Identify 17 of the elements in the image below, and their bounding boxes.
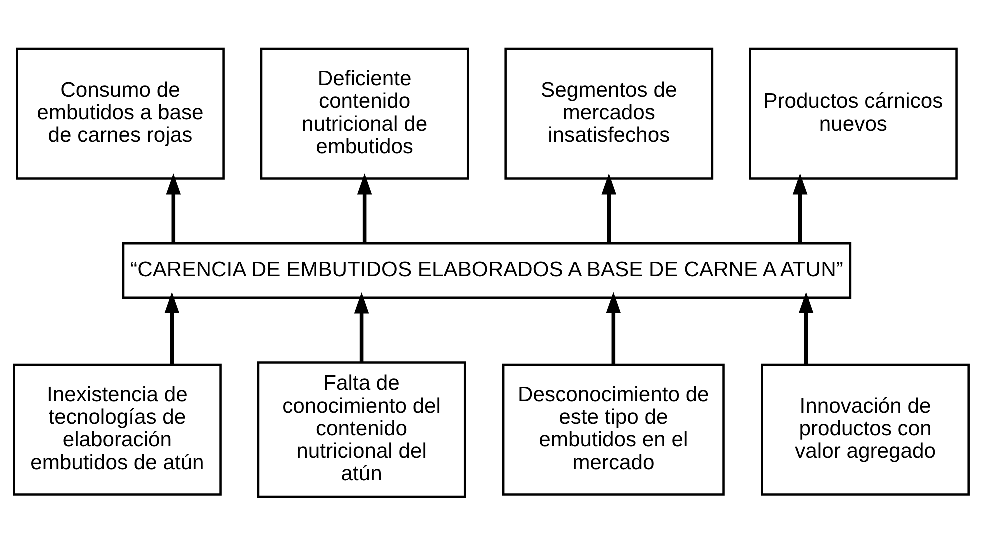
node-box: Consumo de embutidos a base de carnes rojas [16,48,225,180]
node-box: Productos cárnicos nuevos [749,48,958,180]
arrow [166,174,182,244]
arrow [354,292,370,362]
arrow [602,174,617,244]
node-box: Segmentos de mercados insatisfechos [504,48,714,180]
arrow [164,292,180,365]
arrow [792,174,808,244]
arrow [606,292,622,365]
node-box: Deficiente contenido nutricional de embutidos [260,48,470,180]
arrow [357,174,372,244]
node-box: “CARENCIA DE EMBUTIDOS ELABORADOS A BASE DE CARNE A ATUN” [122,242,852,300]
node-box: Falta de conocimiento del contenido nutricional del atún [257,362,466,498]
node-box: Inexistencia de tecnologías de elaboración embutidos de atún [13,364,222,496]
node-box: Innovación de productos con valor agregado [761,364,970,496]
arrow [798,292,814,365]
node-box: Desconocimiento de este tipo de embutidos en el mercado [502,364,725,496]
